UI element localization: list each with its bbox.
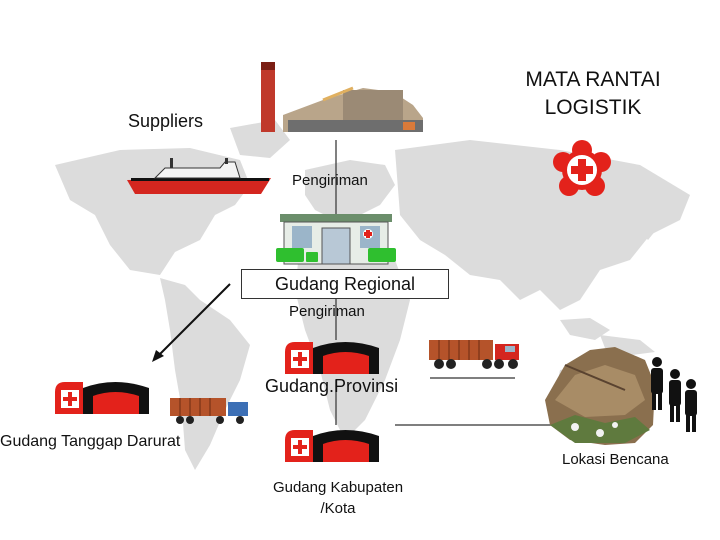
regional-warehouse-label: Gudang Regional <box>241 269 449 299</box>
shipping-label-1: Pengiriman <box>292 172 368 189</box>
emergency-warehouse-icon <box>55 382 149 414</box>
district-warehouse-icon <box>285 430 379 462</box>
suppliers-label: Suppliers <box>128 111 204 131</box>
red-cross-logo-icon <box>553 140 611 196</box>
truck-icon <box>429 340 519 369</box>
provincial-warehouse-icon <box>285 342 379 374</box>
ship-icon <box>127 158 271 194</box>
disaster-site-photo <box>545 347 655 445</box>
diagram-title: MATA RANTAI LOGISTIK <box>498 66 688 122</box>
district-warehouse-label: Gudang Kabupaten /Kota <box>253 477 423 519</box>
regional-warehouse-icon <box>276 214 396 265</box>
shipping-label-2: Pengiriman <box>289 303 365 320</box>
people-icon <box>651 357 697 432</box>
emergency-warehouse-label: Gudang Tanggap Darurat <box>0 433 181 450</box>
disaster-location-label: Lokasi Bencana <box>562 451 669 468</box>
district-label-line-1: Gudang Kabupaten <box>272 479 404 496</box>
district-label-line-2: /Kota <box>320 500 356 517</box>
title-line-1: MATA RANTAI <box>525 68 661 91</box>
provincial-warehouse-label: Gudang.Provinsi <box>265 376 399 396</box>
factory-icon <box>261 62 423 132</box>
small-truck-icon <box>170 398 248 424</box>
title-line-2: LOGISTIK <box>544 96 642 119</box>
